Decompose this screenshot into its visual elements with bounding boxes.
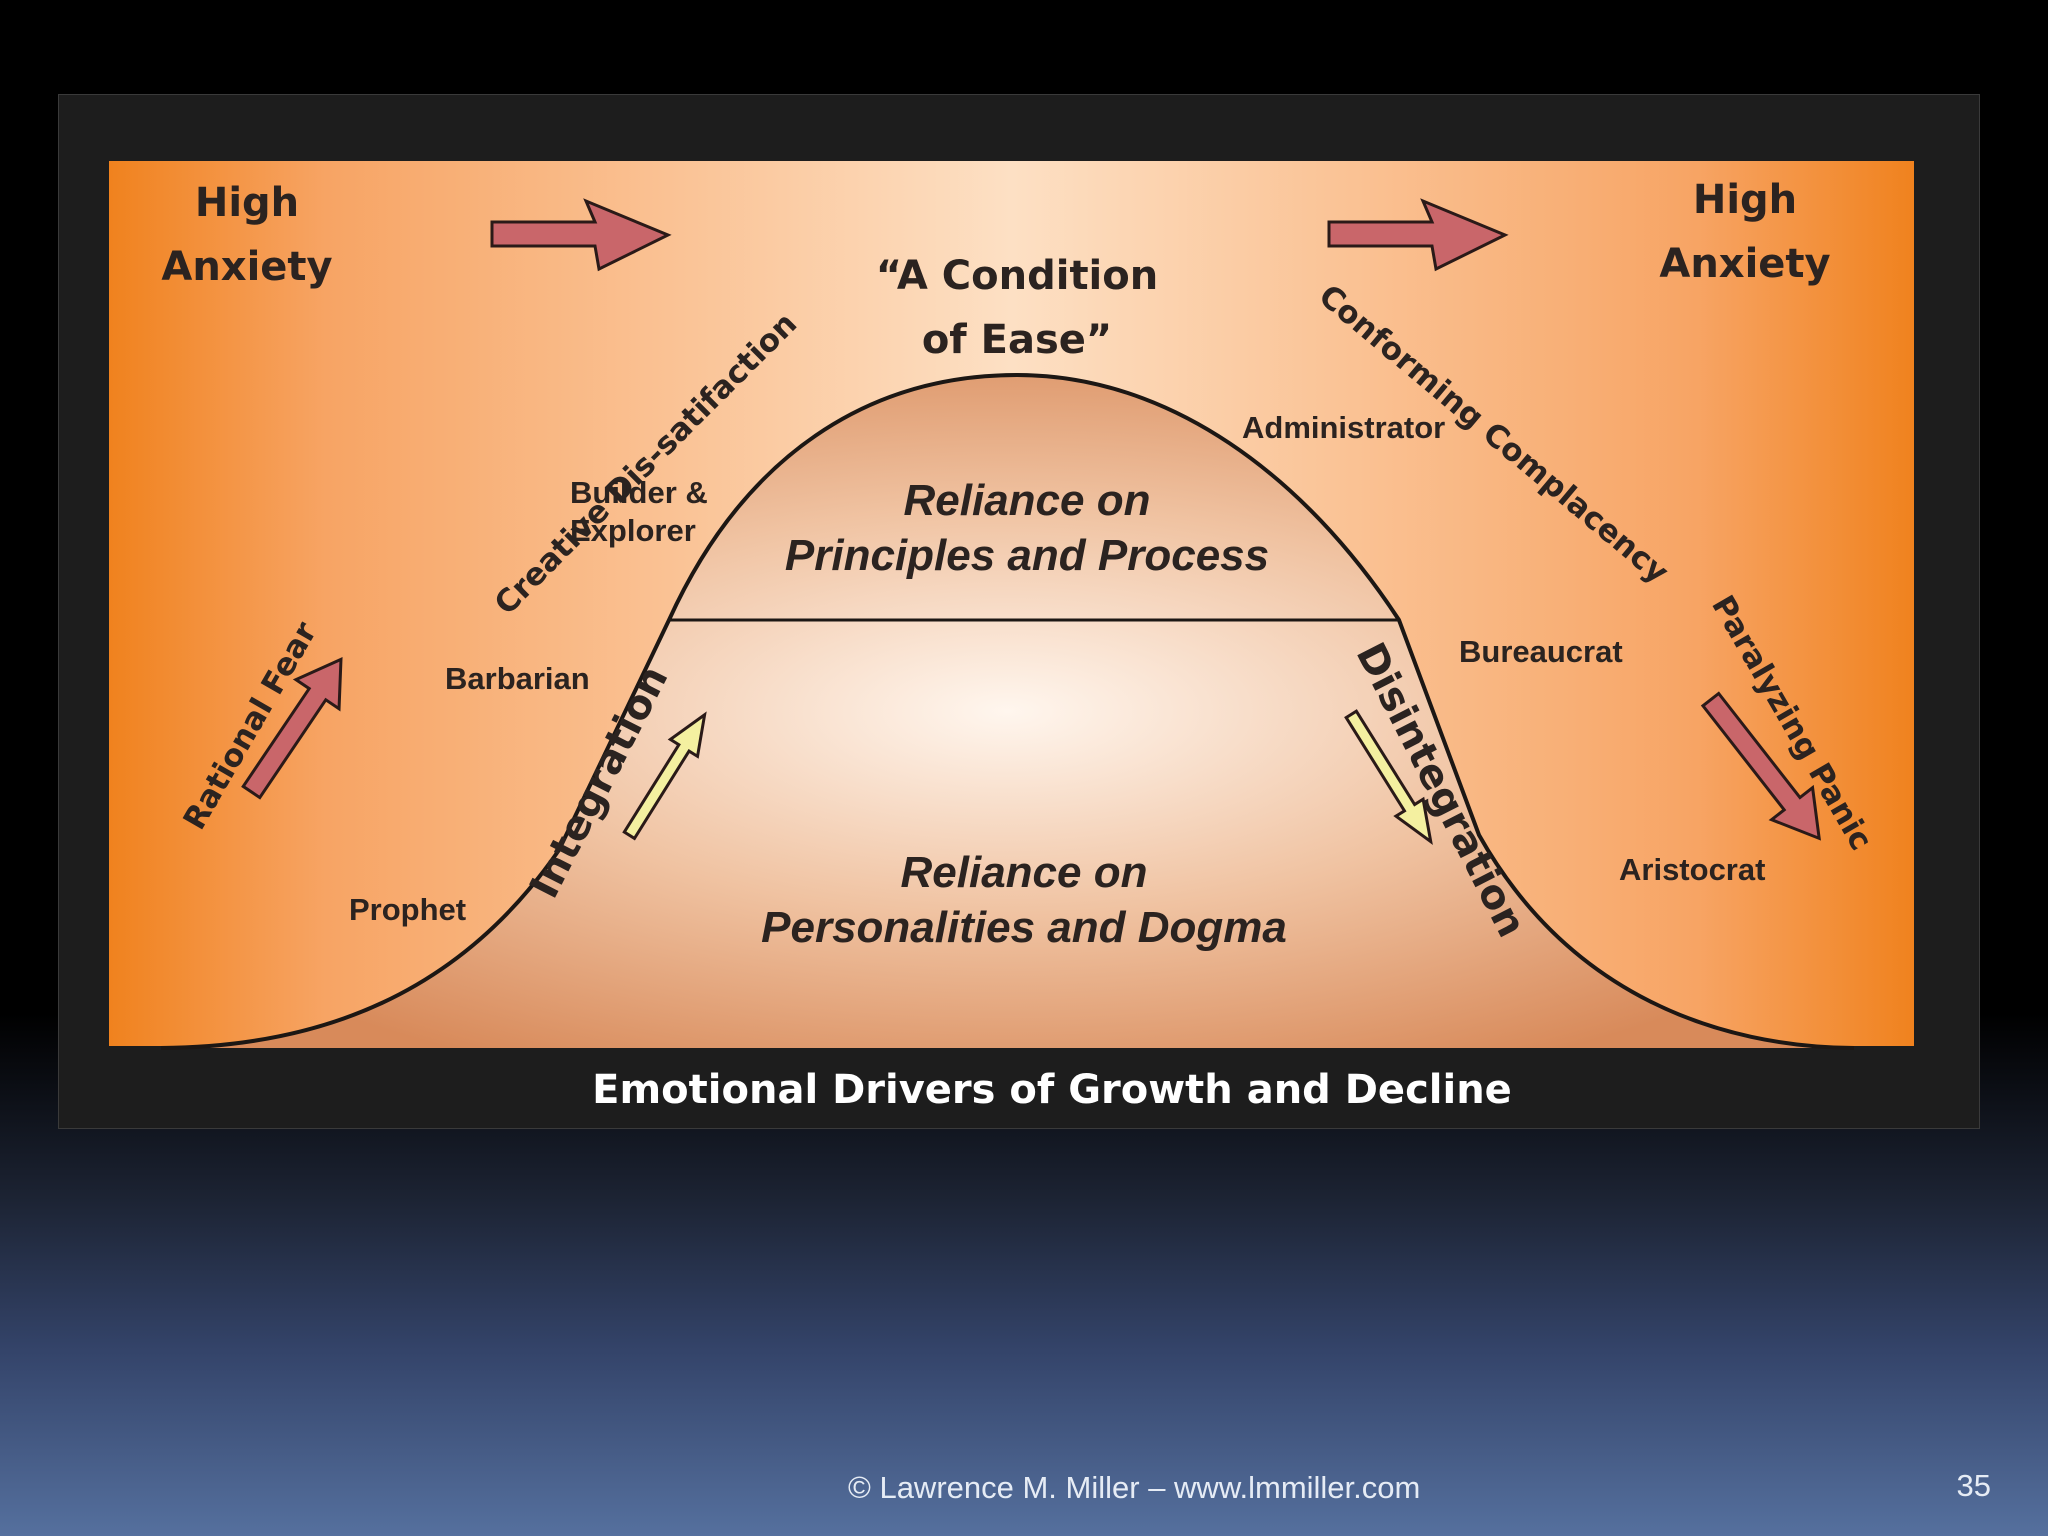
left-high-anxiety-line1: High — [195, 180, 299, 226]
growth-decline-diagram: High Anxiety High Anxiety “A Condition o… — [109, 161, 1914, 1113]
peak-label-line2: of Ease” — [922, 317, 1112, 363]
lower-region-line1: Reliance on — [901, 848, 1148, 897]
upper-region-line2: Principles and Process — [785, 531, 1269, 580]
footer-copyright: © Lawrence M. Miller – www.lmmiller.com — [848, 1470, 1421, 1505]
top-left-arrow-icon — [490, 198, 672, 272]
right-high-anxiety-line1: High — [1693, 177, 1797, 223]
peak-label-line1: “A Condition — [876, 253, 1158, 299]
rational-fear-arrow-icon — [241, 656, 343, 800]
right-high-anxiety-line2: Anxiety — [1659, 241, 1830, 287]
role-administrator: Administrator — [1242, 410, 1445, 445]
disintegration-arrow-icon — [1344, 709, 1433, 846]
bell-curve — [160, 372, 1855, 1050]
role-barbarian: Barbarian — [445, 661, 590, 696]
integration-arrow-icon — [622, 711, 707, 841]
left-high-anxiety-line2: Anxiety — [161, 244, 332, 290]
upper-region-line1: Reliance on — [904, 476, 1151, 525]
role-aristocrat: Aristocrat — [1619, 852, 1765, 887]
role-builder-line2: Explorer — [570, 513, 696, 548]
lower-region-line2: Personalities and Dogma — [761, 903, 1287, 952]
bell-curve-fill — [161, 375, 1854, 1048]
diagram-frame: High Anxiety High Anxiety “A Condition o… — [58, 94, 1980, 1129]
top-right-arrow-icon — [1327, 198, 1509, 272]
diagram-caption: Emotional Drivers of Growth and Decline — [592, 1067, 1512, 1113]
page-number: 35 — [1956, 1468, 1991, 1503]
paralyzing-panic-arrow-icon — [1700, 691, 1821, 841]
role-prophet: Prophet — [349, 892, 466, 927]
role-bureaucrat: Bureaucrat — [1459, 634, 1623, 669]
role-builder-line1: Builder & — [570, 475, 708, 510]
